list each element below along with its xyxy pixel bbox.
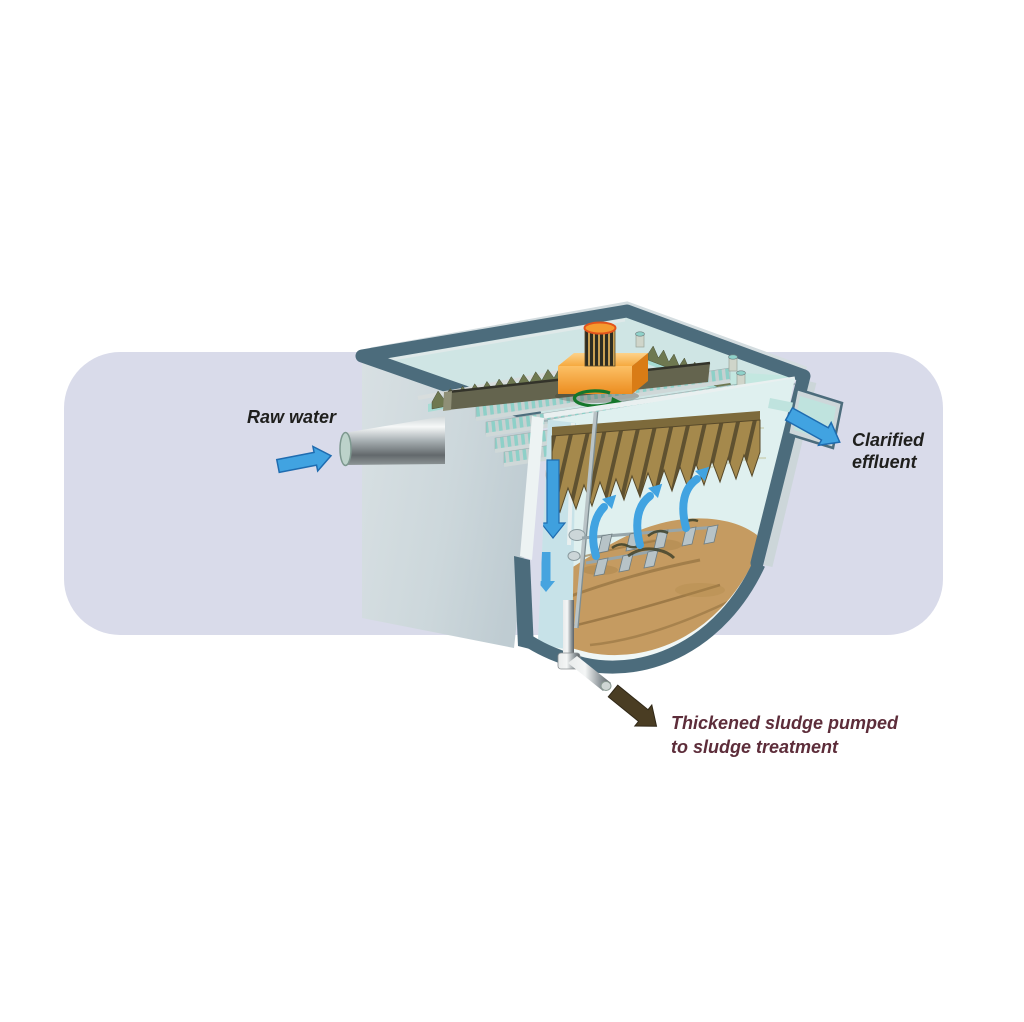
- scraper-arms: [581, 518, 719, 577]
- sludge-arrow-icon: [607, 684, 658, 727]
- clarified-effluent-arrow-icon: [784, 406, 841, 447]
- scraper-shaft: [567, 397, 600, 629]
- thickened-sludge-line2: to sludge treatment: [671, 737, 839, 757]
- thickened-sludge-line1: Thickened sludge pumped: [671, 713, 899, 733]
- clarified-effluent-line2: effluent: [852, 452, 917, 472]
- tank-rim: [355, 301, 808, 425]
- thickened-sludge-label: Thickened sludge pumped to sludge treatm…: [671, 711, 898, 759]
- raw-water-label: Raw water: [247, 406, 336, 428]
- inlet-pipe: [339, 416, 445, 467]
- clarified-effluent-line1: Clarified: [852, 430, 925, 450]
- upflow-arrow-icons: [589, 466, 710, 560]
- raw-water-arrow-icon: [275, 445, 333, 474]
- sludge-pipe: [557, 600, 612, 691]
- drive-motor: [555, 321, 648, 403]
- clarified-effluent-label: Clarified effluent: [852, 429, 924, 473]
- cut-plane-edge: [514, 416, 544, 650]
- raw-water-label-text: Raw water: [247, 407, 337, 427]
- tank-bottom-wall: [526, 561, 765, 674]
- lamella-plates: [551, 411, 761, 514]
- tank-interior: [538, 378, 795, 662]
